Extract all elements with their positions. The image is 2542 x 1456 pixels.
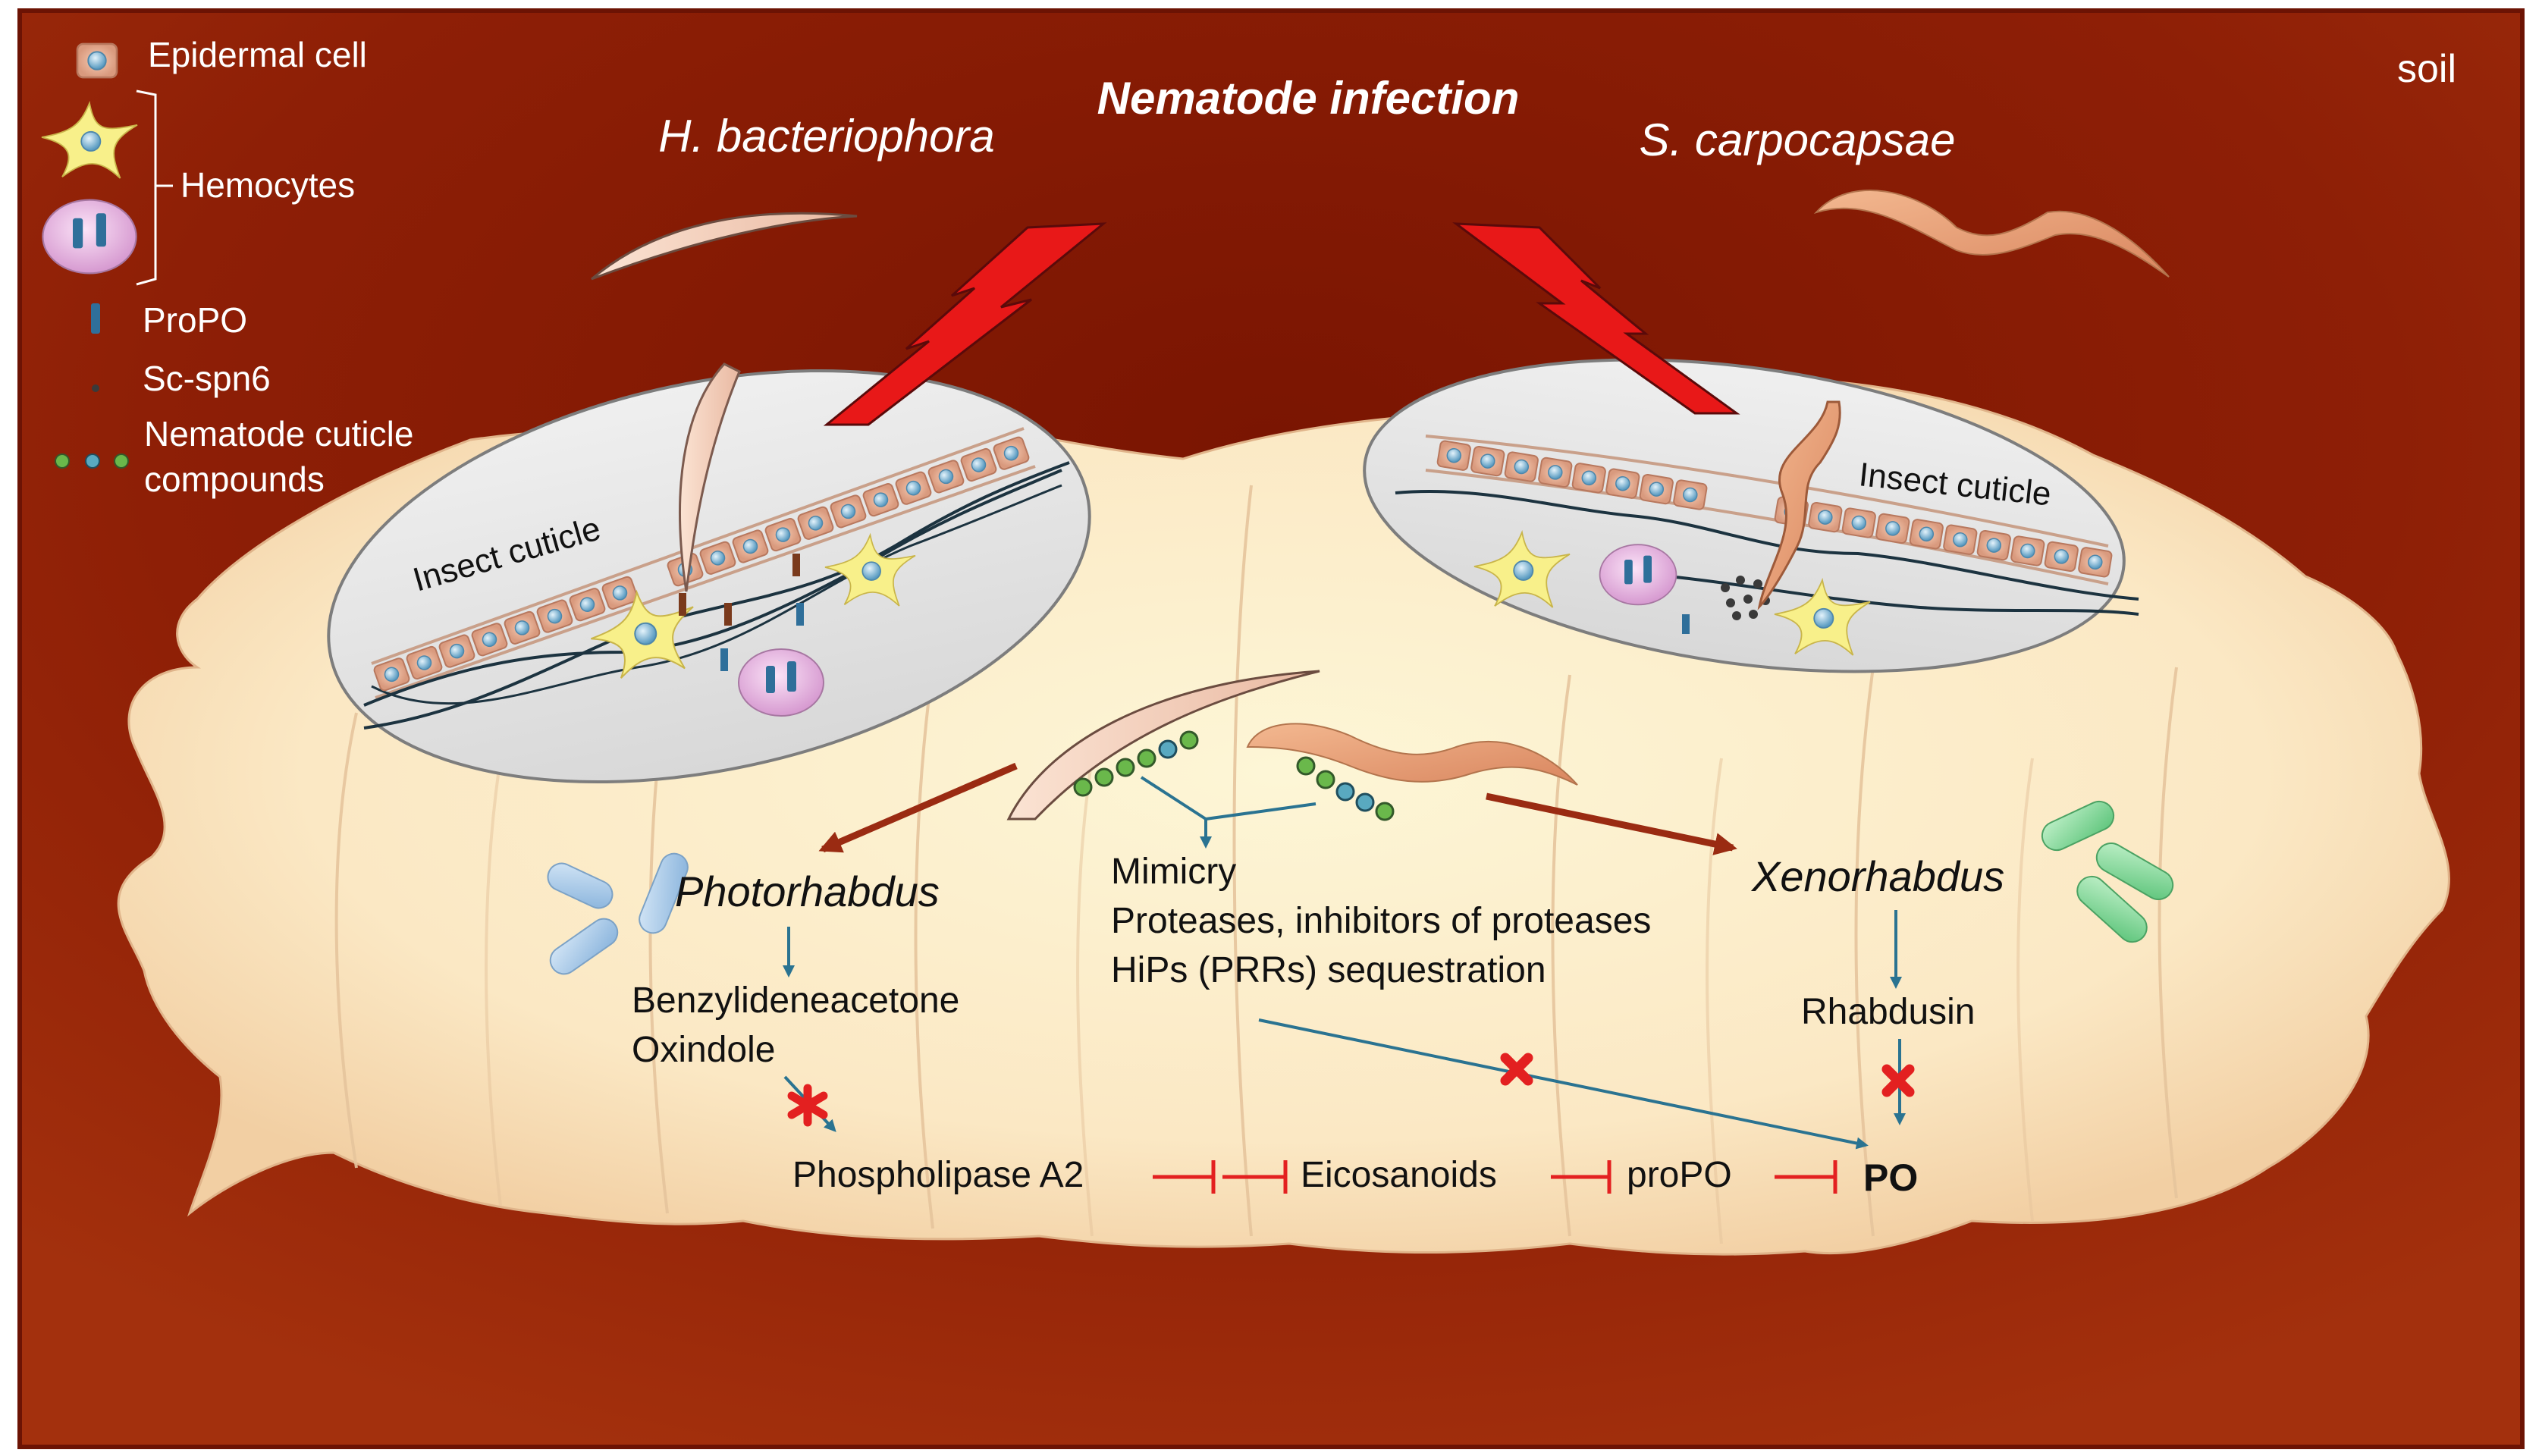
legend: Epidermal cell Hemocytes ProPO Sc-spn6 N… [41,35,413,499]
epidermal-cell [1807,501,1844,534]
epidermal-cell [1571,462,1607,494]
legend-hemocytes-label: Hemocytes [180,165,355,205]
label-po: PO [1863,1156,1918,1199]
right-inset-cuticle: Insect cuticle [1363,358,2139,673]
label-propo: proPO [1627,1155,1732,1195]
xenorhabdus-bacteria [2041,800,2174,943]
label-phospholipase-a2: Phospholipase A2 [792,1155,1084,1195]
epidermal-cell [1908,518,1944,551]
h-bacteriophora-center [1006,670,1320,821]
label-mimicry: Mimicry [1111,852,1236,892]
lightning-right [1452,222,1740,415]
epidermal-cell [2010,535,2046,567]
label-proteases: Proteases, inhibitors of proteases [1111,901,1651,941]
legend-cuticle-compounds-label-2: compounds [144,460,325,499]
label-s-carpocapsae: S. carpocapsae [1640,115,1956,165]
nematode-cuticle-compounds-center [1073,730,1395,821]
diagram-title: Nematode infection [1097,73,1520,124]
lightning-left [823,222,1107,426]
mimicry-fork-arrow [1140,776,1317,849]
label-oxindole: Oxindole [632,1030,775,1070]
epidermal-cell [1841,507,1877,539]
legend-propo-icon [91,303,100,334]
legend-hemocytes-bracket [136,89,173,286]
block-mark-rhabdusin [1881,1064,1915,1097]
epidermal-cell [1605,467,1641,500]
epidermal-cell [1976,529,2012,562]
legend-propo-label: ProPO [143,300,247,340]
s-carpocapsae-nematode [1813,190,2170,278]
sc-spn6-cluster [1721,576,1770,620]
epidermal-cell [1537,456,1574,488]
arrow-hips-to-po [1258,1018,1869,1150]
epidermal-cell [1638,473,1674,506]
epidermal-cell [2077,546,2114,579]
photorhabdus-bacteria [547,852,689,975]
label-xenorhabdus: Xenorhabdus [1750,852,2004,900]
legend-cuticle-compounds-icon [55,453,129,469]
epidermal-cell [1942,523,1979,556]
legend-hemocyte-round-icon [42,199,137,275]
epidermal-cell [1436,439,1472,472]
left-inset-cuticle: Insect cuticle [327,362,1091,784]
epidermal-cell [1503,450,1539,483]
label-h-bacteriophora: H. bacteriophora [658,111,995,162]
label-photorhabdus: Photorhabdus [675,868,940,915]
legend-epidermal-cell-label: Epidermal cell [148,35,367,74]
arrow-to-xenorhabdus [1486,792,1737,855]
label-hips: HiPs (PRRs) sequestration [1111,950,1546,990]
legend-cuticle-compounds-label-1: Nematode cuticle [144,414,413,453]
inhibition-chain [1153,1160,1837,1194]
block-mark-mimicry [1500,1053,1533,1086]
label-eicosanoids: Eicosanoids [1301,1155,1497,1195]
label-soil: soil [2397,47,2456,91]
epidermal-cell [1875,512,1911,544]
epidermal-cell [2043,540,2079,573]
h-bacteriophora-nematode [591,212,858,281]
epidermal-cell [1672,479,1709,511]
arrow-to-photorhabdus [818,762,1018,853]
legend-epidermal-cell-icon [76,42,118,79]
legend-sc-spn6-label: Sc-spn6 [143,359,271,398]
block-mark-oxindole [787,1084,828,1127]
legend-sc-spn6-icon [92,384,99,392]
label-rhabdusin: Rhabdusin [1801,992,1976,1032]
s-carpocapsae-center [1246,723,1578,786]
label-benzylideneacetone: Benzylideneacetone [632,981,959,1021]
epidermal-cell [1470,445,1506,478]
